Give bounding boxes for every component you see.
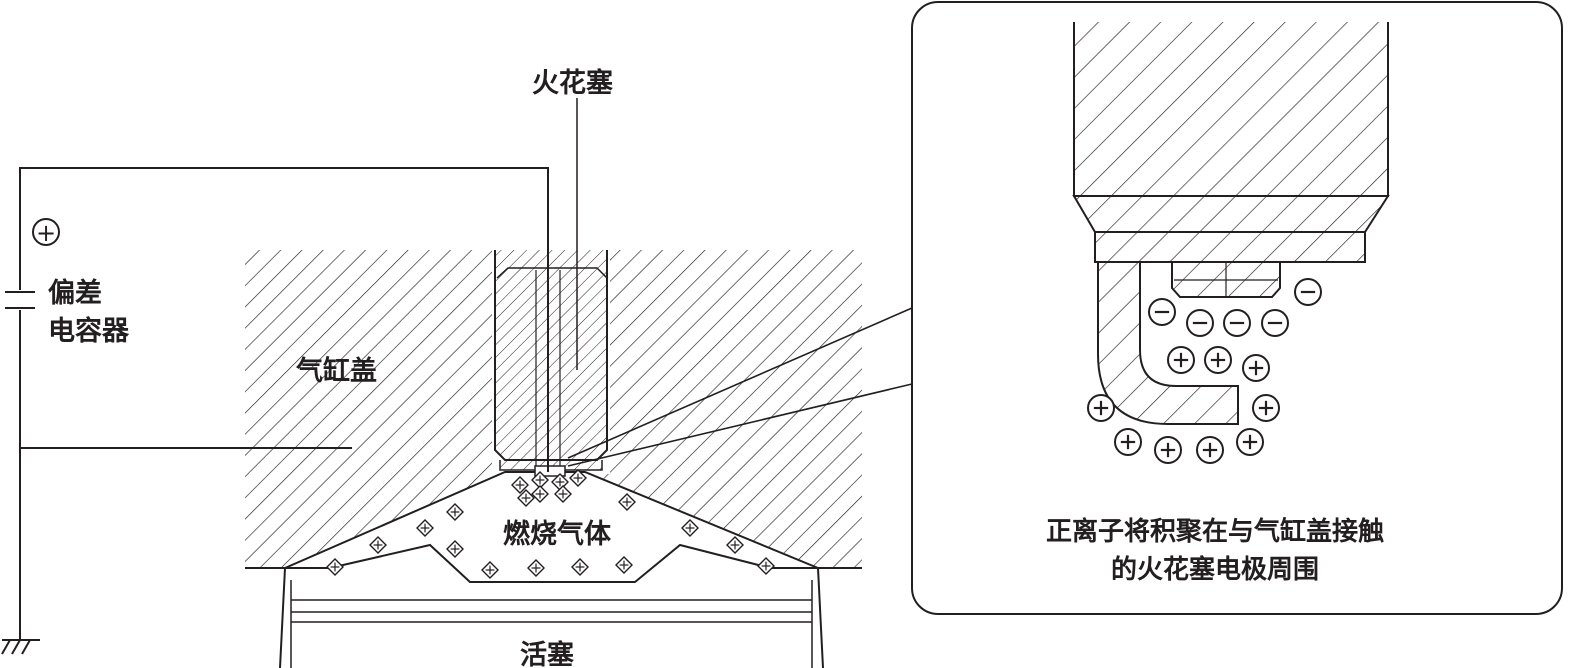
positive-ion-icon bbox=[1236, 428, 1264, 456]
positive-ion-icon bbox=[446, 503, 464, 521]
positive-ion-icon bbox=[569, 469, 587, 487]
negative-ion-icon bbox=[1186, 309, 1214, 337]
positive-ion-icon bbox=[757, 557, 775, 575]
positive-ion-icon bbox=[1242, 354, 1270, 382]
positive-ion-icon bbox=[1196, 436, 1224, 464]
positive-ion-icon bbox=[446, 540, 464, 558]
positive-ion-icon bbox=[571, 558, 589, 576]
capacitor-symbol bbox=[5, 291, 35, 309]
negative-ion-icon bbox=[1223, 309, 1251, 337]
positive-ion-icon bbox=[416, 519, 434, 537]
caption-line2: 的火花塞电极周围 bbox=[1111, 554, 1319, 585]
negative-ion-icon bbox=[1148, 298, 1176, 326]
positive-ion-icon bbox=[1087, 394, 1115, 422]
positive-ion-icon bbox=[369, 536, 387, 554]
svg-text:+: + bbox=[36, 219, 56, 247]
cylinder-head-label: 气缸盖 bbox=[295, 355, 377, 387]
positive-ion-icon bbox=[1154, 436, 1182, 464]
capacitor-label-line1: 偏差 bbox=[48, 277, 102, 309]
positive-ion-icon bbox=[531, 485, 549, 503]
spark-plug bbox=[494, 250, 608, 477]
spark-plug-label: 火花塞 bbox=[532, 67, 613, 99]
positive-ion-icon bbox=[1204, 346, 1232, 374]
zoomed-electrode bbox=[1072, 22, 1390, 425]
left-ion-markers bbox=[326, 469, 775, 579]
piston-label: 活塞 bbox=[520, 639, 574, 668]
positive-terminal-icon: + bbox=[32, 218, 60, 247]
negative-ion-icon bbox=[1294, 278, 1322, 306]
zoom-callout-lines bbox=[567, 307, 913, 467]
caption-line1: 正离子将积聚在与气缸盖接触 bbox=[1046, 516, 1384, 547]
piston-crown bbox=[279, 543, 824, 668]
capacitor-label-line2: 电容器 bbox=[48, 315, 130, 347]
positive-ion-icon bbox=[681, 519, 699, 537]
negative-ion-icon bbox=[1261, 309, 1289, 337]
positive-ion-icon bbox=[615, 556, 633, 574]
positive-ion-icon bbox=[517, 489, 535, 507]
positive-ion-icon bbox=[527, 559, 545, 577]
bias-circuit-wiring bbox=[19, 167, 549, 640]
positive-ion-icon bbox=[511, 476, 529, 494]
zoomed-ion-markers bbox=[1087, 278, 1322, 464]
positive-ion-icon bbox=[618, 493, 636, 511]
positive-ion-icon bbox=[1114, 428, 1142, 456]
positive-ion-icon bbox=[326, 558, 344, 576]
positive-ion-icon bbox=[1252, 394, 1280, 422]
positive-ion-icon bbox=[554, 485, 572, 503]
positive-ion-icon bbox=[1167, 346, 1195, 374]
positive-ion-icon bbox=[726, 536, 744, 554]
combustion-gas-label: 燃烧气体 bbox=[503, 519, 612, 550]
positive-ion-icon bbox=[481, 561, 499, 579]
ground-symbol bbox=[1, 639, 40, 655]
